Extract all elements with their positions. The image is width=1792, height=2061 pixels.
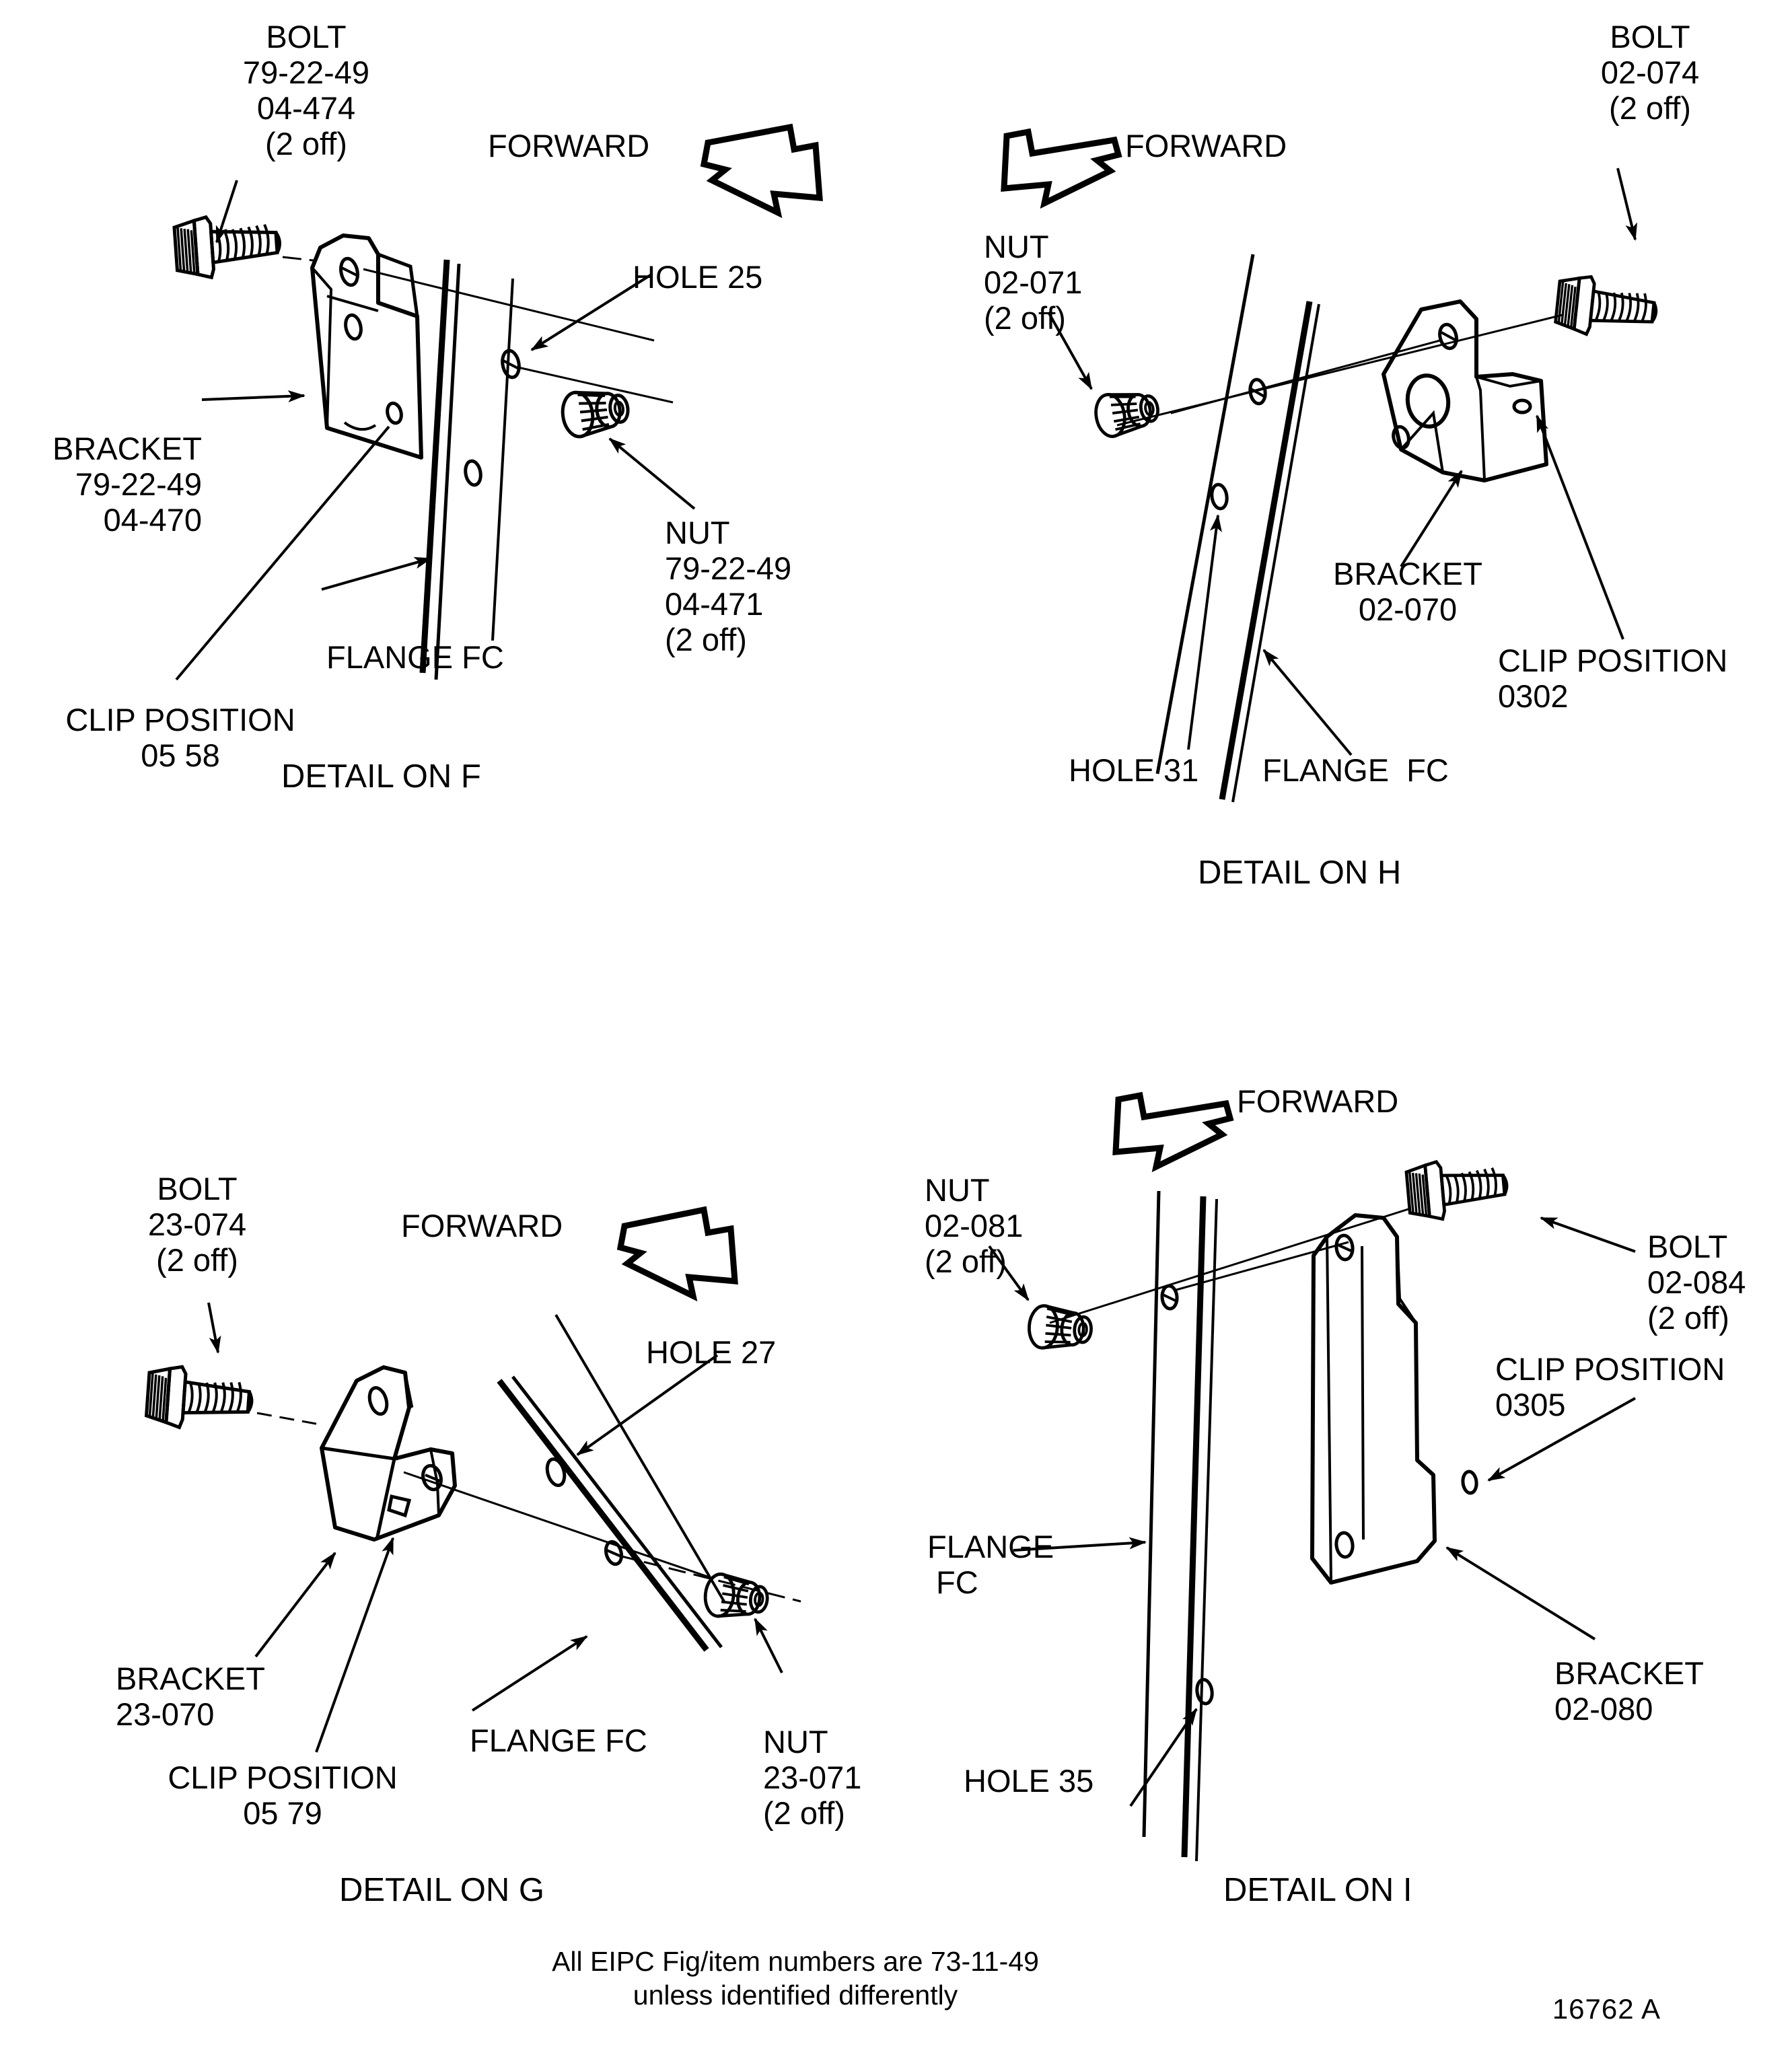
bolt-label-i: BOLT 02-084 (2 off) — [1647, 1229, 1746, 1336]
nut-label-g: NUT 23-071 (2 off) — [763, 1724, 862, 1832]
clip-position-label-h: CLIP POSITION 0302 — [1498, 643, 1728, 715]
flange-g-edge3 — [554, 1313, 725, 1603]
leader-hole25-f — [530, 273, 653, 351]
detail-f-artwork — [174, 123, 823, 681]
footer-note-line1: All EIPC Fig/item numbers are 73-11-49 — [552, 1946, 1039, 1977]
leader-bracket-f — [201, 390, 306, 402]
detail-caption-h: DETAIL ON H — [1198, 855, 1402, 891]
forward-label-g: FORWARD — [401, 1208, 563, 1243]
leader-bolt-g — [207, 1302, 221, 1354]
leader-flange-h — [1262, 649, 1353, 756]
forward-arrow-icon-h — [1001, 128, 1122, 209]
flange-i-edge2 — [1181, 1196, 1207, 1858]
hole-label-g: HOLE 27 — [646, 1334, 777, 1370]
leader-nut-i — [988, 1245, 1030, 1301]
leader-clip-f — [175, 425, 390, 681]
detail-g-artwork — [146, 1206, 801, 1753]
bracket-label-h: BRACKET 02-070 — [1333, 556, 1482, 628]
leader-hole35-i — [1129, 1708, 1198, 1807]
bolt-label-h: BOLT 02-074 (2 off) — [1600, 19, 1700, 126]
flange-label-g: FLANGE FC — [470, 1723, 647, 1758]
bracket-label-f: BRACKET 79-22-49 04-470 — [52, 431, 202, 538]
leader-bracket-g — [254, 1552, 336, 1658]
flange-label-f: FLANGE FC — [326, 639, 504, 675]
leader-flange-f — [321, 556, 432, 591]
leader-bracket-h — [1400, 470, 1463, 568]
hole-25 — [501, 349, 521, 379]
flange-g-edge2 — [511, 1375, 723, 1649]
forward-label-i: FORWARD — [1237, 1083, 1399, 1119]
hole-label-i: HOLE 35 — [964, 1763, 1094, 1799]
forward-label-f: FORWARD — [488, 128, 650, 164]
flange-g-edge1 — [497, 1379, 709, 1652]
clip-hole-h — [1512, 398, 1532, 414]
leader-hole27-g — [576, 1354, 719, 1456]
bolt-label-f: BOLT 79-22-49 04-474 (2 off) — [242, 19, 370, 162]
flange-f-edge2 — [434, 263, 461, 680]
hole-35 — [1195, 1677, 1214, 1706]
leader-clip-i — [1487, 1397, 1636, 1482]
detail-h-artwork — [1001, 128, 1659, 803]
clip-position-label-g: CLIP POSITION 05 79 — [168, 1760, 398, 1832]
flange-label-h: FLANGE FC — [1262, 752, 1449, 788]
forward-arrow-icon-f — [700, 123, 823, 219]
footer-note-line2: unless identified differently — [633, 1980, 958, 2011]
leader-nut-h — [1047, 312, 1093, 390]
clip-position-label-i: CLIP POSITION 0305 — [1495, 1351, 1725, 1423]
detail-i-artwork — [988, 1091, 1636, 1862]
flange-h-edge3 — [1231, 303, 1320, 803]
bolt-label-g: BOLT 23-074 (2 off) — [147, 1171, 247, 1278]
forward-label-h: FORWARD — [1125, 128, 1287, 164]
nut-label-h: NUT 02-071 (2 off) — [984, 229, 1083, 336]
flange-h-edge1 — [1155, 254, 1255, 774]
clip-position-label-f: CLIP POSITION 05 58 — [65, 702, 295, 774]
detail-caption-f: DETAIL ON F — [281, 758, 481, 795]
flange-f-edge1 — [419, 259, 450, 674]
leader-bolt-f — [215, 180, 238, 244]
leader-flange-i — [1013, 1537, 1147, 1552]
leader-hole31-h — [1187, 514, 1222, 750]
leader-bolt-h — [1616, 168, 1638, 241]
flange-h-edge2 — [1219, 301, 1313, 800]
flange-i-edge3 — [1195, 1198, 1218, 1862]
leader-nut-f — [608, 437, 696, 510]
hole-27 — [545, 1457, 567, 1488]
hole-label-f: HOLE 25 — [633, 259, 763, 295]
hole-label-h: HOLE 31 — [1069, 752, 1199, 788]
nut-label-i: NUT 02-081 (2 off) — [925, 1172, 1024, 1280]
flange-label-i: FLANGE FC — [927, 1529, 1054, 1601]
flange-i-edge1 — [1142, 1190, 1161, 1838]
bracket-i — [1310, 1213, 1437, 1585]
leader-clip-g — [315, 1537, 394, 1753]
leader-flange-g — [471, 1635, 588, 1712]
bracket-label-i: BRACKET 02-080 — [1554, 1655, 1704, 1727]
figure-number: 16762 A — [1552, 1993, 1661, 2025]
leader-nut-g — [754, 1618, 783, 1673]
leader-bolt-i — [1540, 1217, 1636, 1253]
detail-caption-g: DETAIL ON G — [339, 1872, 544, 1908]
hole-31 — [1210, 482, 1229, 511]
detail-caption-i: DETAIL ON I — [1223, 1872, 1412, 1908]
bracket-g — [320, 1365, 457, 1542]
flange-f-edge3 — [491, 278, 514, 641]
forward-arrow-icon-g — [616, 1206, 738, 1302]
forward-arrow-icon-i — [1112, 1091, 1234, 1173]
leader-clip-h — [1536, 414, 1624, 640]
clip-hole-i — [1461, 1470, 1478, 1495]
leader-bracket-i — [1445, 1546, 1596, 1640]
bracket-label-g: BRACKET 23-070 — [116, 1661, 265, 1733]
nut-label-f: NUT 79-22-49 04-471 (2 off) — [665, 515, 792, 658]
